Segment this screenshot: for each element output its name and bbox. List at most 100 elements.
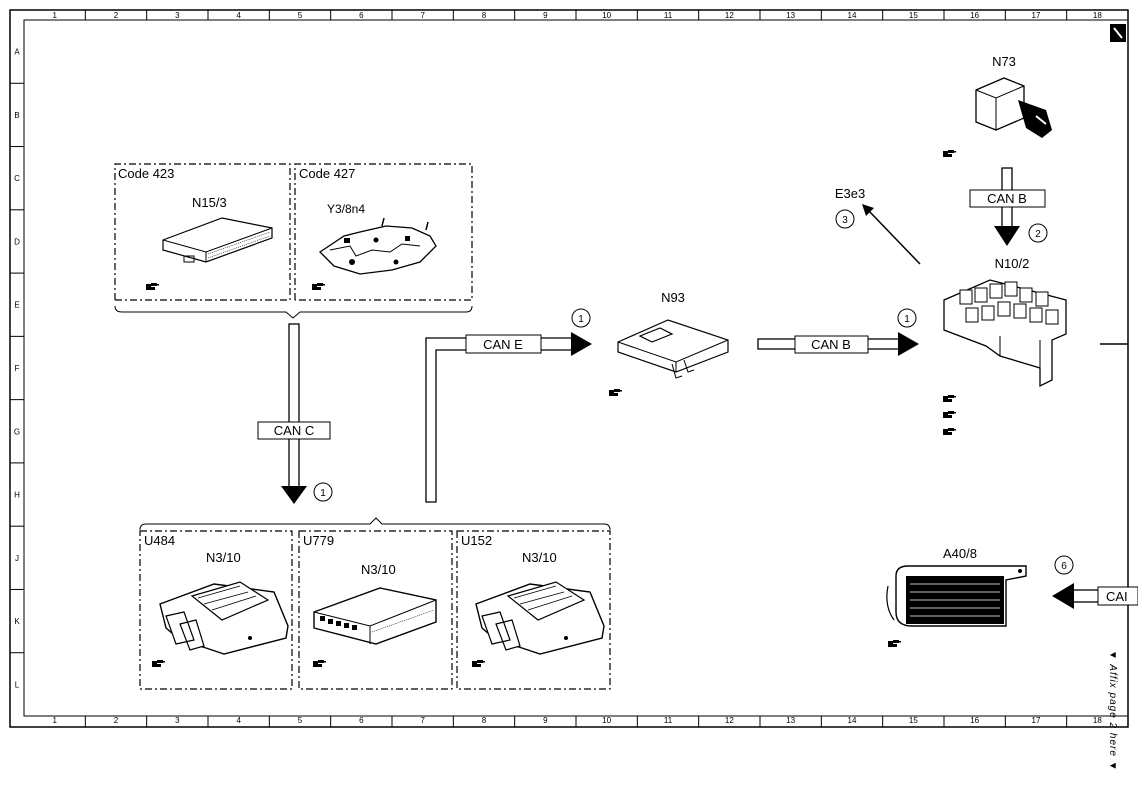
code-427-label: Code 427 [299, 166, 355, 181]
grid-column-label: 10 [602, 716, 611, 725]
u484-label: U484 [144, 533, 175, 548]
a40-8-label: A40/8 [943, 546, 977, 561]
grid-column-label: 11 [664, 716, 673, 725]
grid-column-label: 5 [298, 11, 303, 20]
code-423-label: Code 423 [118, 166, 174, 181]
grid-column-label: 4 [236, 716, 241, 725]
grid-row-label: E [14, 301, 19, 310]
marker-4: 2 [1035, 229, 1041, 240]
ecu-u152-icon [475, 581, 605, 655]
n3-10-label-3: N3/10 [522, 550, 557, 565]
grid-row-label: J [15, 554, 19, 563]
grid-column-label: 14 [848, 11, 857, 20]
reference-hand-icon [146, 283, 159, 290]
can-e-label: CAN E [483, 337, 523, 352]
grid-row-label: L [15, 680, 20, 689]
grid-row-label: A [14, 48, 20, 57]
n3-10-label-1: N3/10 [206, 550, 241, 565]
reference-hand-icon [472, 660, 485, 667]
reference-hand-icon [152, 660, 165, 667]
grid-column-label: 13 [786, 716, 795, 725]
grid-column-label: 2 [114, 716, 119, 725]
grid-column-label: 13 [786, 11, 795, 20]
grid-row-label: H [14, 491, 20, 500]
grid-column-label: 2 [114, 11, 119, 20]
can-b-label-horizontal: CAN B [811, 337, 851, 352]
reference-hand-icon [943, 411, 956, 418]
grid-column-label: 5 [298, 716, 303, 725]
can-c-bus: CAN C 1 [257, 323, 333, 504]
grid-row-label: B [14, 111, 19, 120]
e3e3-reference: E3e3 3 [835, 186, 921, 265]
n3-10-label-2: N3/10 [361, 562, 396, 577]
n93-label: N93 [661, 290, 685, 305]
a40-8-component: A40/8 [886, 546, 1027, 647]
grid-column-label: 7 [420, 716, 425, 725]
n73-component: N73 [943, 54, 1052, 157]
n73-label: N73 [992, 54, 1016, 69]
marker-2: 1 [578, 314, 584, 325]
grid-column-label: 1 [52, 716, 57, 725]
grid-row-label: D [14, 237, 20, 246]
marker-1: 1 [320, 488, 326, 499]
affix-page-note: ▼ Affix page 2 here ▼ [1107, 650, 1118, 772]
u152-label: U152 [461, 533, 492, 548]
grid-column-label: 7 [420, 11, 425, 20]
corner-mark-icon [1110, 24, 1126, 42]
grid-column-label: 15 [909, 11, 918, 20]
n10-2-component: N10/2 [943, 256, 1067, 435]
grid-column-label: 9 [543, 716, 548, 725]
reference-hand-icon [943, 395, 956, 402]
marker-6: 6 [1061, 561, 1067, 572]
grid-row-label: C [14, 174, 20, 183]
grid-column-label: 15 [909, 716, 918, 725]
grid-column-label: 4 [236, 11, 241, 20]
grid-column-label: 3 [175, 11, 180, 20]
grid-column-label: 3 [175, 716, 180, 725]
grid-column-label: 6 [359, 716, 364, 725]
ecu-u779-icon [313, 587, 437, 645]
grid-column-label: 16 [970, 11, 979, 20]
grid-row-label: F [15, 364, 20, 373]
marker-3: 1 [904, 314, 910, 325]
ecu-u484-icon [159, 581, 289, 655]
grid-column-label: 10 [602, 11, 611, 20]
reference-hand-icon [943, 428, 956, 435]
grid-column-label: 14 [848, 716, 857, 725]
e3e3-label: E3e3 [835, 186, 865, 201]
bottom-group: U484 N3/10 U779 N3/10 U152 N3/10 [139, 517, 611, 690]
reference-hand-icon [888, 640, 901, 647]
reference-hand-icon [313, 660, 326, 667]
n15-3-label: N15/3 [192, 195, 227, 210]
grid-column-label: 12 [725, 11, 734, 20]
top-group: Code 423 N15/3 Code 427 Y3/8n4 [114, 163, 473, 319]
can-c-label: CAN C [274, 423, 314, 438]
grid-column-label: 12 [725, 716, 734, 725]
n93-component: N93 [609, 290, 729, 396]
grid-column-label: 9 [543, 11, 548, 20]
can-partial-bus: CAI 6 [1052, 555, 1138, 609]
grid-column-label: 1 [52, 11, 57, 20]
reference-hand-icon [943, 150, 956, 157]
y3-8n4-label: Y3/8n4 [327, 202, 365, 216]
can-partial-label: CAI [1106, 589, 1128, 604]
grid-column-label: 6 [359, 11, 364, 20]
can-b-label-vertical: CAN B [987, 191, 1027, 206]
grid-column-label: 8 [482, 11, 487, 20]
reference-hand-icon [312, 283, 325, 290]
can-e-bus: CAN E 1 [425, 308, 592, 503]
n10-2-label: N10/2 [995, 256, 1030, 271]
marker-5: 3 [842, 215, 848, 226]
y3-8n4-plate-icon [318, 217, 437, 275]
grid-labels: 1122334455667788991010111112121313141415… [14, 11, 1102, 725]
grid-column-label: 11 [664, 11, 673, 20]
grid-column-label: 8 [482, 716, 487, 725]
can-b-vertical-bus: CAN B 2 [969, 167, 1048, 246]
can-b-horizontal-bus: CAN B 1 [757, 308, 919, 356]
grid-column-label: 18 [1093, 11, 1102, 20]
grid-column-label: 18 [1093, 716, 1102, 725]
grid-column-label: 17 [1032, 716, 1041, 725]
grid-ticks [10, 10, 1068, 727]
grid-column-label: 16 [970, 716, 979, 725]
